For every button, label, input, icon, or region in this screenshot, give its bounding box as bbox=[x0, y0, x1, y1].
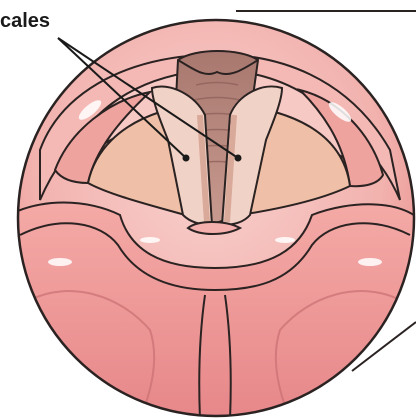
pointer-dot-right bbox=[235, 155, 242, 162]
anterior-commissure bbox=[188, 222, 240, 234]
pointer-dot-left bbox=[183, 155, 190, 162]
vocal-cords-label: cales bbox=[0, 10, 50, 32]
